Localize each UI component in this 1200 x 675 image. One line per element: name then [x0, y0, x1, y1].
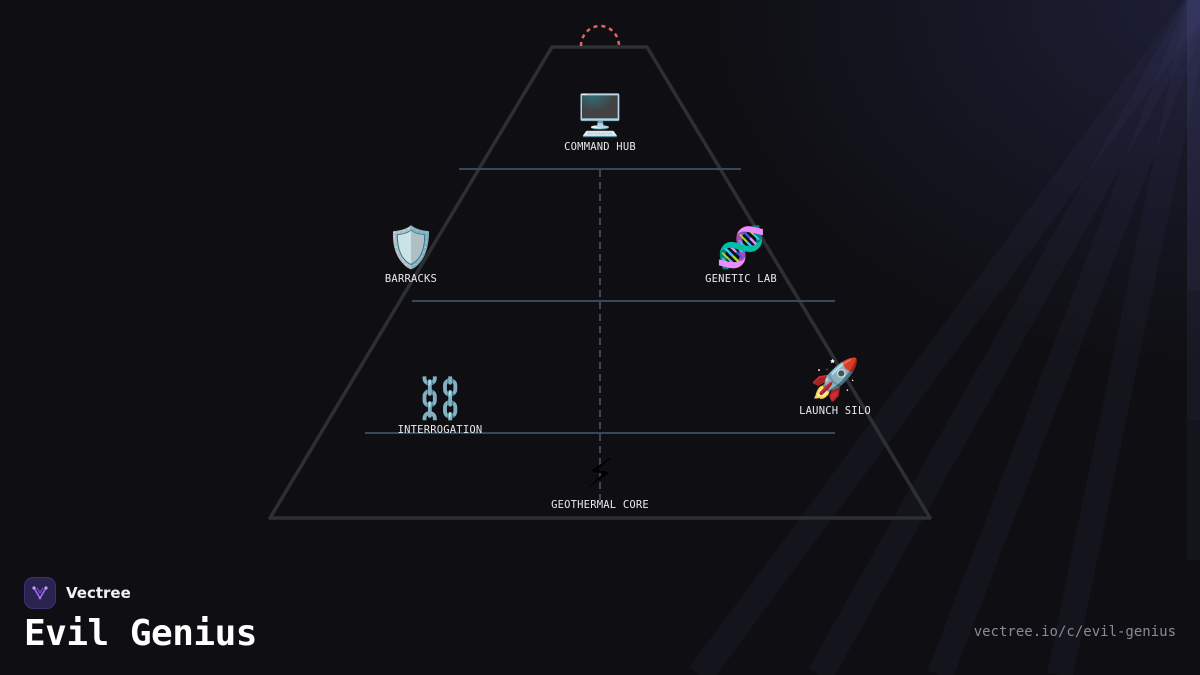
brand-name: Vectree [66, 584, 131, 602]
node-genetic-lab[interactable]: 🧬 GENETIC LAB [661, 224, 821, 285]
vectree-logo-icon [24, 577, 56, 609]
dna-icon: 🧬 [716, 225, 766, 271]
brand[interactable]: Vectree [24, 577, 131, 609]
shield-icon: 🛡️ [386, 225, 436, 271]
node-barracks[interactable]: 🛡️ BARRACKS [331, 224, 491, 285]
node-label: BARRACKS [384, 273, 438, 285]
rocket-icon: 🚀 [810, 357, 860, 403]
node-label: GEOTHERMAL CORE [551, 499, 649, 511]
page-url[interactable]: vectree.io/c/evil-genius [973, 624, 1176, 640]
apex-arc [579, 24, 621, 47]
page-title: Evil Genius [24, 613, 257, 654]
node-label: GENETIC LAB [705, 273, 777, 285]
node-command-hub[interactable]: 🖥️ COMMAND HUB [520, 92, 680, 153]
node-label: COMMAND HUB [564, 141, 636, 153]
desktop-computer-icon: 🖥️ [575, 93, 625, 139]
node-launch-silo[interactable]: 🚀 LAUNCH SILO [755, 356, 915, 417]
node-label: INTERROGATION [397, 424, 483, 436]
lightning-icon: ⚡ [585, 451, 615, 497]
node-geothermal-core[interactable]: ⚡ GEOTHERMAL CORE [520, 450, 680, 511]
node-label: LAUNCH SILO [799, 405, 871, 417]
node-interrogation[interactable]: ⛓️ INTERROGATION [360, 375, 520, 436]
chains-icon: ⛓️ [415, 376, 465, 422]
pyramid-outline [268, 45, 932, 520]
